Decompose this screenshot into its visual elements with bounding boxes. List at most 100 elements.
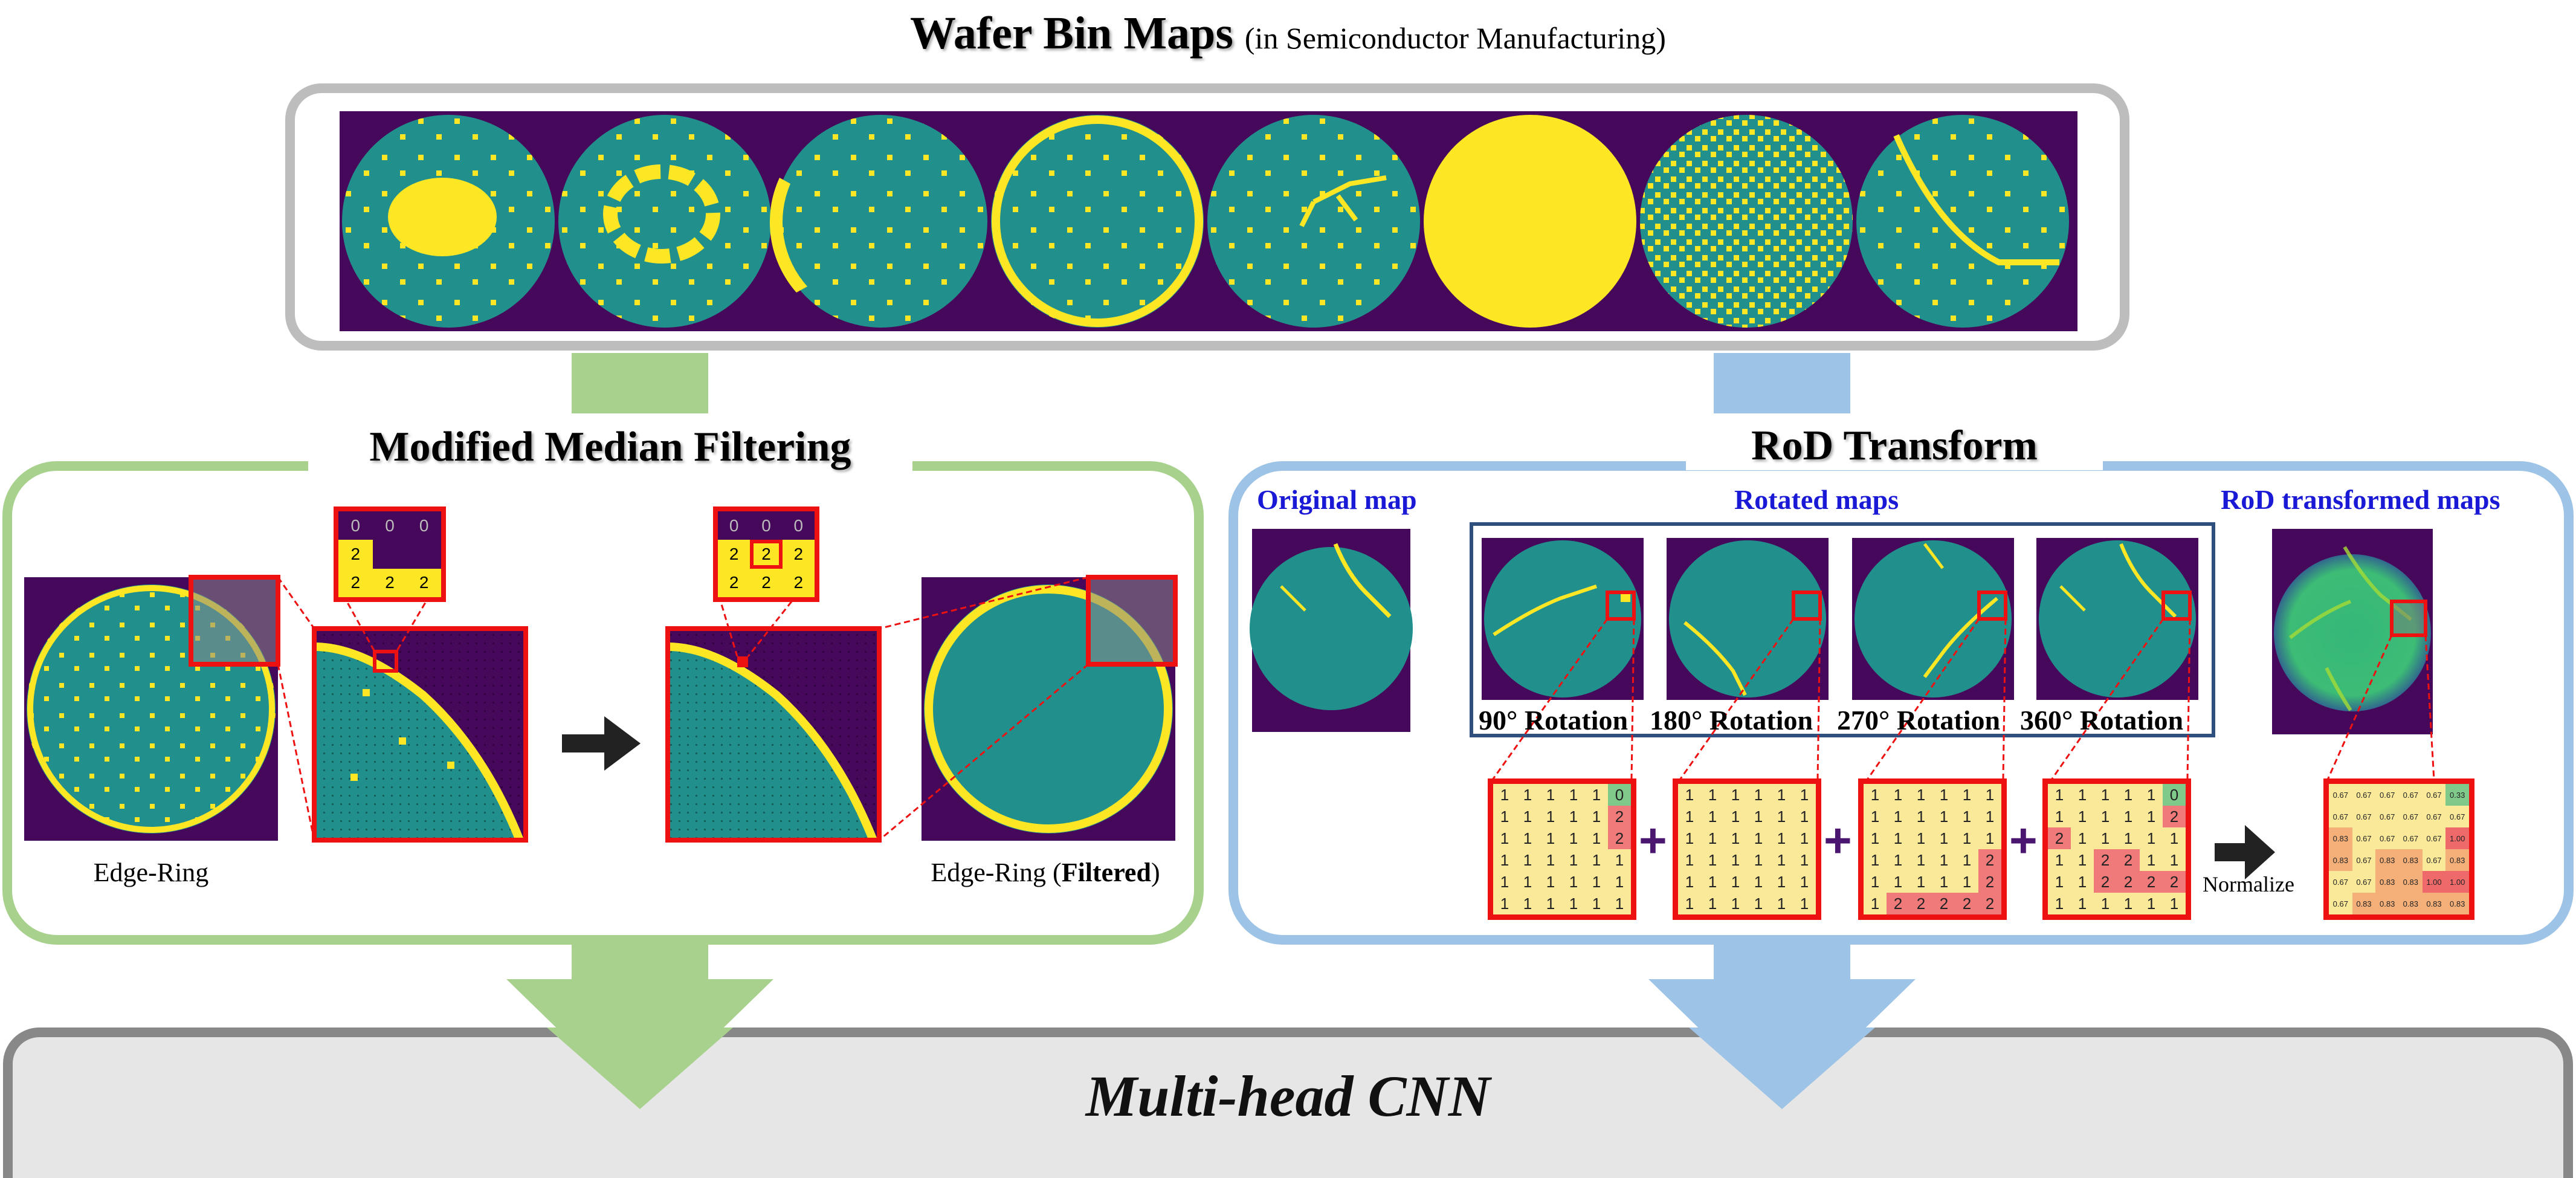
grid-cell: 2 [1978,849,2001,871]
plus-icon: + [1639,814,1667,867]
grid-cell: 1 [1800,785,1809,804]
inset-after-cell: 0 [761,516,771,535]
grid-cell: 0.67 [2332,877,2348,887]
green-down-arrow-icon [506,943,773,1109]
grid-cell: 1 [1800,894,1809,913]
grid-cell: 1 [1500,850,1509,869]
grid-cell: 0.67 [2403,812,2418,821]
green-connector [572,353,708,413]
inset-before-cell: 2 [338,540,373,569]
grid-cell: 1 [1893,829,1903,847]
grid-cell: 1 [1523,894,1532,913]
caption-filtered-end: ) [1151,858,1160,887]
rod-transformed-label: RoD transformed maps [2221,484,2500,515]
grid-cell: 0.83 [2422,893,2446,914]
grid-cell: 0.83 [2399,871,2423,893]
inset-after: 0 0 0 2 2 2 2 2 2 [713,506,819,602]
grid-cell: 0.67 [2356,790,2372,800]
grid-cell: 0.67 [2403,833,2418,843]
grid-cell: 1 [2146,785,2156,804]
grid-cell: 2 [1955,893,1978,914]
grid-cell: 1 [1870,807,1880,826]
grid-cell: 1 [1939,872,1949,891]
grid-cell: 1 [2169,894,2179,913]
wafer-map-5 [1207,115,1420,328]
grid-cell: 1 [1800,807,1809,826]
inset-before-cell: 0 [419,516,429,535]
grid-cell: 1 [1569,785,1578,804]
wafer-map-7 [1640,115,1853,328]
down-arrow-tips [547,1028,1875,1109]
grid-cell: 1 [1800,872,1809,891]
original-map [1250,529,1413,732]
grid-cell: 1 [2055,872,2064,891]
grid-cell: 1 [1685,894,1694,913]
grid-cell: 1.00 [2445,827,2469,849]
grid-cell: 1 [1777,894,1786,913]
grid-cell: 2 [2048,827,2071,849]
grid-cell: 0.67 [2380,812,2395,821]
caption-filtered-main: Edge-Ring ( [931,858,1062,887]
mmf-title: Modified Median Filtering [308,423,912,471]
inset-after-cell: 2 [750,568,783,597]
rod-diagram [1250,529,2435,879]
rotated-map-90 [1482,538,1644,700]
page-title: Wafer Bin Maps (in Semiconductor Manufac… [0,7,2576,60]
edge-ring-filtered-map [922,575,1178,841]
grid-cell: 1 [1731,807,1740,826]
grid-cell: 1 [1754,807,1763,826]
grid-cell: 1 [2100,829,2110,847]
grid-cell: 1 [1500,894,1509,913]
blue-connector [1714,353,1850,413]
grid-cell: 1 [1939,807,1949,826]
grid-cell: 1 [1870,872,1880,891]
grid-cell: 1 [1754,850,1763,869]
grid-cell: 1 [1523,829,1532,847]
grid-cell: 0.67 [2332,790,2348,800]
grid-cell: 0.67 [2356,833,2372,843]
grid-cell: 1 [1546,894,1555,913]
grid-cell: 1 [1569,850,1578,869]
grid-cell: 1 [1777,807,1786,826]
grid-cell: 1 [2123,894,2133,913]
grid-cell: 0.83 [2375,871,2399,893]
grid-cell: 0.83 [2375,849,2399,871]
grid-cell: 0.67 [2426,833,2442,843]
grid-cell: 0.67 [2450,812,2465,821]
grid-cell: 1 [1569,807,1578,826]
grid-cell: 1 [2077,894,2087,913]
grid-cell: 1 [2077,850,2087,869]
grid-cell: 1 [1569,894,1578,913]
grid-cell: 1 [1893,807,1903,826]
title-main: Wafer Bin Maps [910,8,1233,59]
grid-cell: 1 [1916,807,1926,826]
inset-before-cell [373,540,407,568]
grid-cell: 1 [1569,872,1578,891]
grid-cell: 1 [1523,872,1532,891]
rotated-maps-frame [1470,522,2215,737]
grid-cell: 1 [1592,894,1601,913]
wafer-map-6 [1424,115,1636,328]
grid-cell: 1 [1731,829,1740,847]
grid-cell: 1 [1754,829,1763,847]
grid-cell: 1 [1592,872,1601,891]
grid-cell: 0 [1608,784,1631,806]
grid-cell: 1 [1939,829,1949,847]
rotated-map-360 [2036,538,2198,700]
grid-cell: 0.67 [2403,790,2418,800]
grid-cell: 1 [1777,872,1786,891]
grid-cell: 1 [2146,850,2156,869]
down-arrows [506,943,1916,1109]
grid-cell: 1 [1754,872,1763,891]
inset-after-cell: 2 [718,568,751,597]
normalize-arrow-icon [2215,825,2275,879]
inset-before-cell [407,540,441,568]
grid-cell: 1 [2077,785,2087,804]
grid-cell: 1 [1500,807,1509,826]
grid-cell: 1 [1546,829,1555,847]
inset-after-cell: 0 [729,516,739,535]
grid-cell: 1 [1615,872,1624,891]
edge-ring-map [24,575,280,841]
grid-cell: 1 [1800,829,1809,847]
